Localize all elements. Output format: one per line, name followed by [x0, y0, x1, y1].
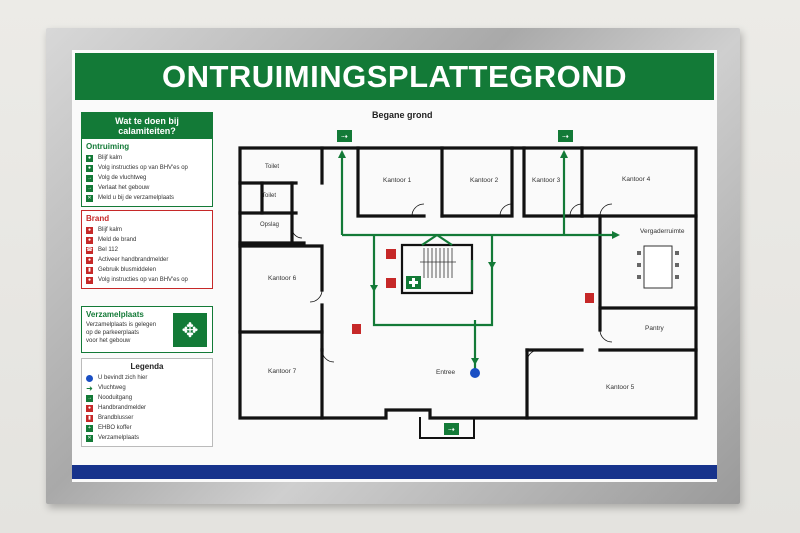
staircase	[420, 248, 456, 278]
people-icon: ●	[86, 276, 93, 284]
floor-title: Begane grond	[372, 110, 433, 120]
escape-route	[340, 152, 617, 373]
legend-item: ▮Brandblusser	[82, 413, 212, 423]
first-aid-icon: +	[86, 424, 93, 432]
room-label: Toilet	[265, 164, 280, 170]
list-item: ●Blijf kalm	[86, 154, 123, 162]
extinguisher-icon	[352, 324, 361, 334]
arrow-up-icon	[560, 150, 568, 158]
legend-title: Legenda	[130, 362, 164, 371]
legend-item: +EHBO koffer	[82, 423, 212, 433]
emergency-exit-icon: ⇢	[444, 423, 459, 435]
emergency-exit-icon: →	[86, 394, 93, 402]
assembly-point-icon: ✥	[173, 313, 207, 347]
room-label: Pantry	[645, 325, 664, 332]
list-item: ✕Meld u bij de verzamelplaats	[86, 194, 175, 202]
first-aid-icon	[406, 276, 421, 289]
extinguisher-icon: ▮	[86, 414, 93, 422]
legend-item: →Nooduitgang	[86, 394, 133, 402]
call-point-icon: ●	[86, 404, 93, 412]
emergency-exit-icon: ⇢	[337, 130, 352, 142]
floor-plan: ⇢ ⇢ ⇢	[238, 130, 698, 439]
assembly-icon: ✕	[86, 434, 93, 442]
list-item: ●Volg instructies op van BHV'es op	[86, 164, 188, 172]
person-icon: ●	[86, 226, 93, 234]
legend-item: U bevindt zich hier	[82, 373, 212, 383]
room-label: Kantoor 7	[268, 368, 297, 375]
meeting-table	[643, 245, 673, 289]
room-label: Kantoor 4	[622, 176, 651, 183]
extinguisher-icon: ▮	[86, 266, 93, 274]
phone-icon: ☎	[86, 246, 93, 254]
list-item: ●Volg instructies op van BHV'es op	[86, 276, 188, 284]
svg-text:⇢: ⇢	[562, 132, 569, 141]
room-label: Kantoor 3	[532, 177, 561, 184]
arrow-down-icon	[488, 262, 496, 269]
assembly-title: Verzamelplaats	[86, 310, 144, 319]
room-label: Entree	[436, 369, 456, 376]
fire-panel: Brand ●Blijf kalm ●Meld de brand ☎Bel 11…	[81, 210, 213, 289]
legend-panel: Legenda U bevindt zich hier ➜Vluchtweg →…	[81, 358, 213, 447]
evacuation-title: Ontruiming	[86, 142, 130, 151]
arrow-up-icon	[338, 150, 346, 158]
arrow-down-icon	[471, 358, 479, 365]
list-item: ▮Gebruik blusmiddelen	[82, 265, 212, 275]
room-label: Toilet	[262, 193, 277, 199]
extinguisher-icon	[585, 293, 594, 303]
list-item: →Verlaat het gebouw	[86, 184, 150, 192]
room-label: Kantoor 2	[470, 177, 499, 184]
arrow-down-icon	[370, 285, 378, 292]
exit-arrow-icon: →	[86, 174, 93, 182]
svg-text:⇢: ⇢	[341, 132, 348, 141]
arrow-right-icon: ➜	[86, 383, 93, 393]
you-are-here-marker	[470, 368, 480, 378]
fire-title: Brand	[86, 214, 110, 223]
people-icon: ●	[86, 164, 93, 172]
list-item: ●Activeer handbrandmelder	[86, 256, 169, 264]
outer-wall	[238, 146, 698, 420]
call-point-icon	[386, 249, 396, 259]
list-item: →Volg de vluchtweg	[86, 174, 147, 182]
fire-alarm-icon: ●	[86, 236, 93, 244]
room-label: Vergaderruimte	[640, 228, 685, 235]
call-point-icon	[386, 278, 396, 288]
arrow-right-icon	[612, 231, 620, 239]
legend-item: ➜Vluchtweg	[86, 383, 126, 393]
instructions-panel: Wat te doen bij calamiteiten? Ontruiming…	[81, 112, 213, 207]
person-icon: ●	[86, 154, 93, 162]
list-item: ☎Bel 112	[86, 246, 118, 254]
room-label: Kantoor 6	[268, 275, 297, 282]
evacuation-poster: ONTRUIMINGSPLATTEGROND Wat te doen bij c…	[72, 50, 717, 482]
assembly-panel: Verzamelplaats Verzamelplaats is gelegen…	[81, 306, 213, 353]
legend-item: ●Handbrandmelder	[86, 404, 147, 412]
running-man-icon: →	[86, 184, 93, 192]
legend-item: ✕Verzamelplaats	[86, 434, 140, 442]
svg-text:⇢: ⇢	[448, 425, 455, 434]
poster-title: ONTRUIMINGSPLATTEGROND	[75, 53, 714, 100]
assembly-icon: ✕	[86, 194, 93, 202]
list-item: ●Blijf kalm	[86, 226, 123, 234]
call-point-icon: ●	[86, 256, 93, 264]
room-label: Opslag	[260, 222, 280, 228]
instructions-header: Wat te doen bij calamiteiten?	[82, 113, 212, 139]
room-label: Kantoor 1	[383, 177, 412, 184]
footer-bar	[72, 465, 717, 479]
room-label: Kantoor 5	[606, 384, 635, 391]
you-are-here-icon	[86, 374, 93, 382]
emergency-exit-icon: ⇢	[558, 130, 573, 142]
list-item: ●Meld de brand	[86, 236, 137, 244]
